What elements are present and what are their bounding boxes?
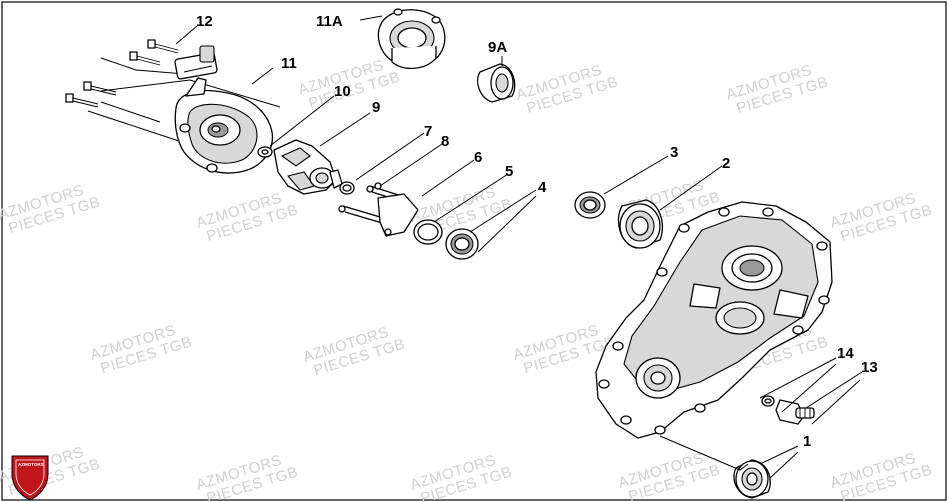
callout-13: 13 (861, 359, 878, 376)
azmotors-logo: AZMOTORS (11, 455, 49, 501)
callout-11: 11 (281, 55, 297, 72)
watermark: AZMOTORS PIECES TGB (194, 452, 300, 502)
watermark: AZMOTORS PIECES TGB (514, 62, 620, 118)
watermark: AZMOTORS PIECES TGB (408, 452, 514, 502)
callout-9: 9 (372, 99, 380, 116)
part-11-pump-housing (174, 45, 274, 174)
part-9a-bushing (477, 63, 516, 103)
watermark: AZMOTORS PIECES TGB (0, 182, 102, 238)
watermark: AZMOTORS PIECES TGB (616, 450, 722, 502)
callout-4: 4 (538, 179, 547, 196)
watermark: AZMOTORS PIECES TGB (828, 190, 934, 246)
leader-lines (175, 15, 863, 479)
part-9-impeller (273, 139, 343, 195)
part-8-shaft (338, 182, 419, 237)
part-7-o-ring (339, 181, 355, 195)
callout-8: 8 (441, 133, 449, 150)
callout-5: 5 (505, 163, 513, 180)
logo-shield-icon (11, 455, 49, 501)
part-2-bearing (617, 199, 663, 249)
part-14-washer (761, 395, 775, 407)
callout-labels: 12 11A 9A 11 10 9 7 8 6 5 4 3 2 14 13 1 (196, 13, 878, 450)
callout-1: 1 (803, 433, 811, 450)
part-12-bolts (65, 39, 281, 142)
part-5-oil-seal (445, 228, 479, 260)
watermark: AZMOTORS PIECES TGB (194, 190, 300, 246)
callout-10: 10 (334, 83, 351, 100)
part-6-seal-ring (413, 219, 443, 245)
watermark: AZMOTORS PIECES TGB (301, 324, 407, 380)
crankcase-cover (595, 201, 833, 439)
part-1-bearing (733, 459, 771, 499)
part-11a-thermostat-housing (377, 8, 446, 69)
watermark: AZMOTORS PIECES TGB (828, 450, 934, 502)
callout-12: 12 (196, 13, 213, 30)
callout-2: 2 (722, 155, 730, 172)
callout-3: 3 (670, 144, 678, 161)
callout-11a: 11A (316, 13, 343, 30)
part-13-drain-plug (775, 399, 815, 425)
callout-14: 14 (837, 345, 854, 362)
watermark: AZMOTORS PIECES TGB (88, 322, 194, 378)
callout-7: 7 (424, 123, 432, 140)
part-3-seal (574, 191, 606, 219)
part-10-washer (257, 146, 273, 158)
callout-9a: 9A (488, 39, 507, 56)
callout-6: 6 (474, 149, 482, 166)
watermark: AZMOTORS PIECES TGB (724, 62, 830, 118)
logo-text: AZMOTORS (18, 462, 44, 467)
